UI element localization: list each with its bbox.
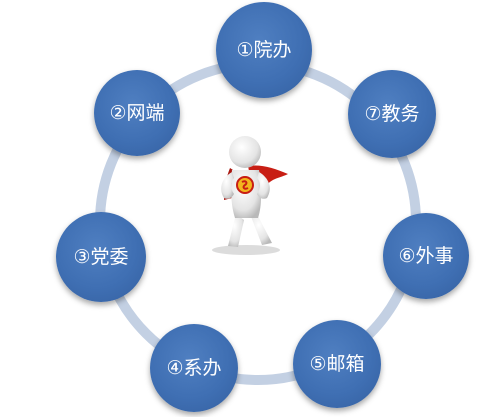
node-label: ⑦教务 [364,102,420,125]
node-youxiang[interactable]: ⑤邮箱 [293,320,381,408]
node-wangduan[interactable]: ②网端 [94,70,180,156]
node-waishi[interactable]: ⑥外事 [383,213,469,299]
node-dangwei[interactable]: ③党委 [56,212,146,302]
node-label: ②网端 [109,101,165,124]
superhero-figure-icon [206,128,296,258]
node-yuanban[interactable]: ①院办 [216,2,312,98]
node-label: ①院办 [236,38,292,61]
node-jiaowu[interactable]: ⑦教务 [348,70,436,158]
node-label: ⑤邮箱 [309,352,365,375]
node-xiban[interactable]: ④系办 [150,324,238,412]
node-label: ③党委 [73,245,129,268]
node-label: ⑥外事 [398,244,454,267]
node-label: ④系办 [166,356,222,379]
